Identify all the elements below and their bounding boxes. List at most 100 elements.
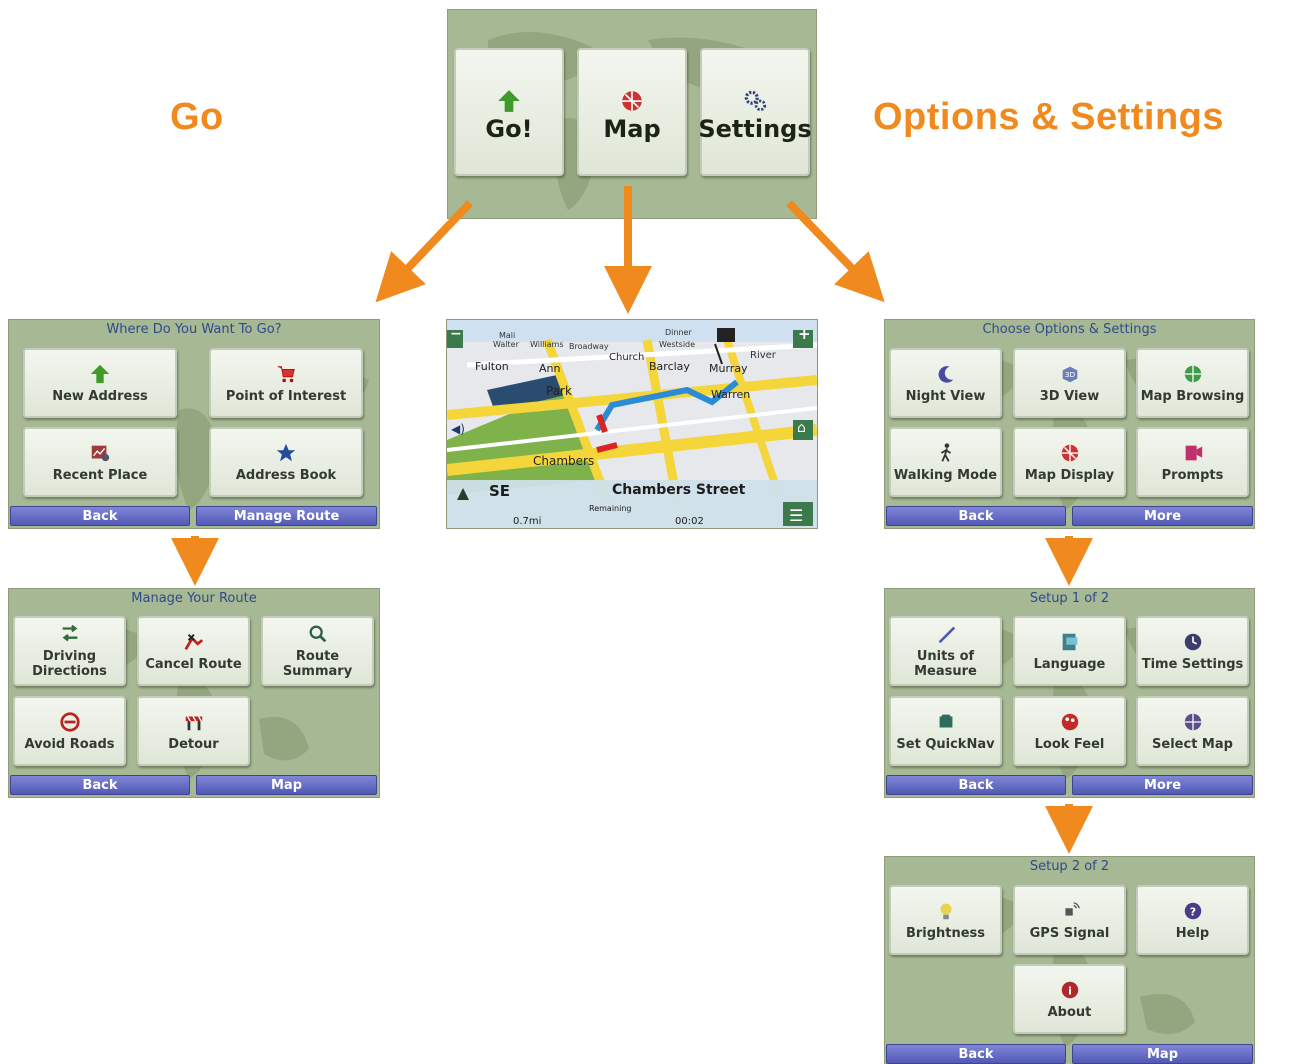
manage-route-screen: Manage Your Route Driving Directions Can… [9, 589, 379, 797]
volume-icon[interactable]: ◀) [451, 422, 465, 436]
back-button[interactable]: Back [886, 506, 1066, 526]
choose-title: Choose Options & Settings [982, 322, 1157, 337]
select-map-button[interactable]: Select Map [1136, 696, 1249, 766]
recent-place-button[interactable]: Recent Place [23, 427, 177, 497]
svg-text:i: i [1068, 984, 1072, 997]
new-address-button[interactable]: New Address [23, 348, 177, 418]
units-of-measure-button[interactable]: Units of Measure [889, 616, 1002, 686]
options-section-label: Options & Settings [873, 96, 1224, 138]
tile-label: Night View [905, 388, 986, 404]
more-button[interactable]: More [1072, 775, 1253, 795]
street-label-park: Park [546, 384, 572, 398]
tile-label: Map Display [1024, 467, 1115, 483]
manage-title: Manage Your Route [131, 591, 257, 606]
zoom-in-icon[interactable]: + [798, 325, 811, 343]
map-display-button[interactable]: Map Display [1013, 427, 1126, 497]
map-button[interactable]: Map [1072, 1044, 1253, 1064]
tile-label: Help [1175, 925, 1210, 941]
back-button[interactable]: Back [10, 506, 190, 526]
prompts-button[interactable]: Prompts [1136, 427, 1249, 497]
setup-1-title: Setup 1 of 2 [1029, 591, 1110, 606]
about-button[interactable]: i About [1013, 964, 1126, 1034]
tile-label: Select Map [1152, 736, 1233, 752]
manage-route-button[interactable]: Manage Route [196, 506, 377, 526]
map-globe-icon [622, 90, 642, 111]
go-button[interactable]: Go! [454, 48, 564, 176]
help-icon: ? [1184, 902, 1201, 919]
directions-icon [62, 624, 77, 642]
tile-label: Language [1033, 656, 1106, 672]
cancel-route-icon [184, 633, 203, 650]
language-button[interactable]: Language [1013, 616, 1126, 686]
street-label-warren: Warren [711, 388, 751, 401]
home-icon[interactable]: ⌂ [797, 420, 806, 436]
lightbulb-icon [940, 903, 951, 919]
cancel-route-button[interactable]: Cancel Route [137, 616, 250, 686]
tile-label: Route Summary [282, 649, 353, 679]
address-book-button[interactable]: Address Book [209, 427, 363, 497]
look-feel-button[interactable]: Look Feel [1013, 696, 1126, 766]
more-button[interactable]: More [1072, 506, 1253, 526]
gps-signal-button[interactable]: GPS Signal [1013, 885, 1126, 955]
walking-mode-button[interactable]: Walking Mode [889, 427, 1002, 497]
street-label-ann: Ann [539, 362, 561, 375]
back-button[interactable]: Back [10, 775, 190, 795]
quicknav-icon [939, 714, 952, 727]
set-quicknav-button[interactable]: Set QuickNav [889, 696, 1002, 766]
setup-2-screen: Setup 2 of 2 Brightness GPS Signal ? Hel… [885, 857, 1254, 1064]
street-label-westside: Westside [659, 340, 696, 349]
main-menu-screen: Go! Map Settings [448, 10, 816, 218]
driving-directions-button[interactable]: Driving Directions [13, 616, 126, 686]
setup-1-screen: Setup 1 of 2 Units of Measure Language T… [885, 589, 1254, 797]
street-map [447, 320, 817, 528]
language-icon [1062, 633, 1077, 650]
route-summary-button[interactable]: Route Summary [261, 616, 374, 686]
distance-label: 0.7mi [513, 516, 542, 527]
tile-label: Time Settings [1141, 656, 1244, 672]
tile-label: New Address [52, 388, 148, 404]
settings-button[interactable]: Settings [698, 48, 812, 176]
night-view-button[interactable]: Night View [889, 348, 1002, 418]
avoid-roads-button[interactable]: Avoid Roads [13, 696, 126, 766]
zoom-out-icon[interactable]: − [450, 326, 462, 342]
globe-icon [1184, 713, 1201, 730]
map-button[interactable]: Map [577, 48, 687, 176]
tile-label: Address Book [235, 467, 337, 483]
tile-label: Driving Directions [32, 649, 107, 679]
street-label-church: Church [609, 352, 645, 363]
map-browsing-button[interactable]: Map Browsing [1136, 348, 1249, 418]
street-label-fulton: Fulton [475, 360, 509, 373]
tile-label: About [1047, 1004, 1092, 1020]
satellite-icon [1064, 901, 1080, 916]
svg-text:3D: 3D [1064, 369, 1075, 378]
tile-label: Brightness [905, 925, 986, 941]
back-button[interactable]: Back [886, 775, 1066, 795]
go-button-label: Go! [485, 114, 533, 143]
where-title: Where Do You Want To Go? [106, 322, 282, 337]
brightness-button[interactable]: Brightness [889, 885, 1002, 955]
menu-icon[interactable]: ☰ [789, 506, 804, 525]
time-settings-button[interactable]: Time Settings [1136, 616, 1249, 686]
3d-view-button[interactable]: 3D 3D View [1013, 348, 1126, 418]
current-street-label: Chambers Street [612, 482, 746, 498]
map-view-screen: Mali Walter Williams Broadway Dinner Wes… [447, 320, 817, 528]
ruler-icon [938, 626, 955, 644]
setup-2-title: Setup 2 of 2 [1029, 859, 1110, 874]
street-label-broadway: Broadway [569, 342, 609, 351]
tile-label: Prompts [1161, 467, 1224, 483]
remaining-time-label: 00:02 [675, 516, 704, 527]
back-button[interactable]: Back [886, 1044, 1066, 1064]
tile-label: Units of Measure [914, 649, 977, 679]
green-arrow-icon [90, 364, 110, 383]
info-icon: i [1061, 981, 1078, 998]
globe-icon [1184, 365, 1201, 382]
no-entry-icon [59, 711, 80, 732]
point-of-interest-button[interactable]: Point of Interest [209, 348, 363, 418]
detour-button[interactable]: Detour [137, 696, 250, 766]
shopping-cart-icon [277, 365, 295, 382]
help-button[interactable]: ? Help [1136, 885, 1249, 955]
magnifier-icon [309, 625, 326, 643]
map-button[interactable]: Map [196, 775, 377, 795]
street-label-walter: Walter [493, 340, 519, 349]
tile-label: Cancel Route [145, 656, 242, 672]
